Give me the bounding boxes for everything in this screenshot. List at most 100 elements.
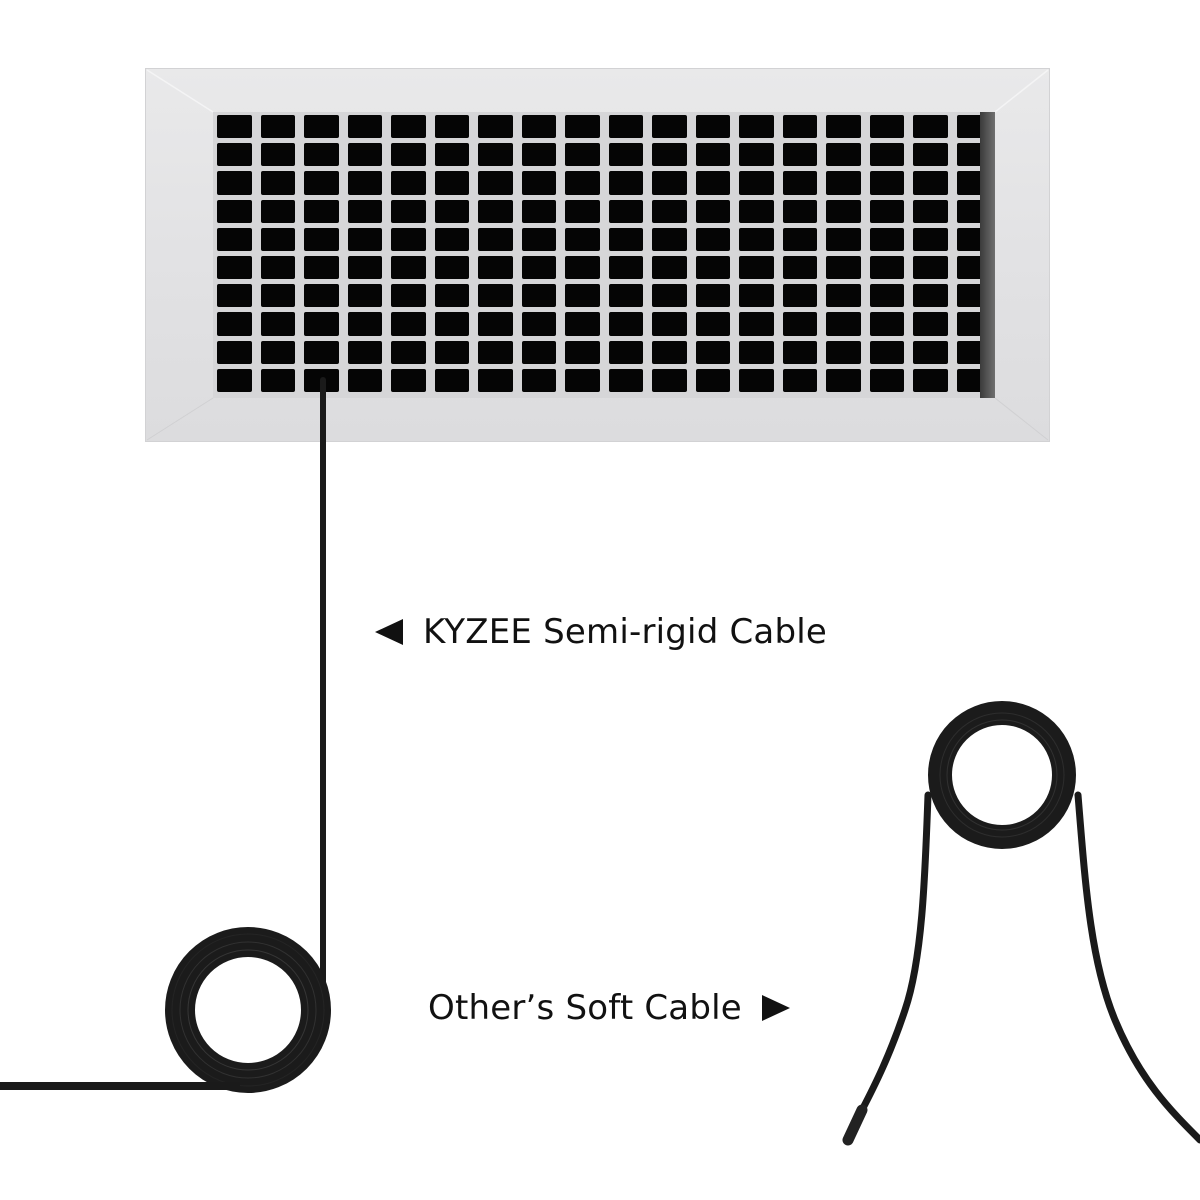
vent-opening	[608, 171, 643, 195]
vent-opening	[913, 312, 948, 336]
vent-opening	[739, 171, 774, 195]
vent-opening	[478, 227, 513, 251]
vent-opening	[565, 199, 600, 223]
vent-opening	[782, 143, 817, 167]
vent-opening	[739, 312, 774, 336]
vent-opening	[391, 143, 426, 167]
vent-opening	[869, 199, 904, 223]
vent-opening	[913, 284, 948, 308]
vent-opening	[608, 284, 643, 308]
vent-opening	[782, 199, 817, 223]
vent-opening	[260, 115, 295, 139]
vent-opening	[260, 171, 295, 195]
vent-opening	[565, 368, 600, 392]
vent-opening	[347, 368, 382, 392]
vent-opening	[782, 227, 817, 251]
vent-opening	[695, 368, 730, 392]
vent-opening	[478, 115, 513, 139]
vent-opening	[434, 143, 469, 167]
left-triangle-icon	[375, 619, 403, 645]
vent-opening	[739, 368, 774, 392]
vent-opening	[260, 312, 295, 336]
vent-opening	[304, 256, 339, 280]
vent-opening	[434, 368, 469, 392]
vent-opening	[304, 227, 339, 251]
vent-opening	[391, 312, 426, 336]
vent-opening	[391, 368, 426, 392]
vent-opening	[652, 227, 687, 251]
vent-opening	[217, 115, 252, 139]
vent-opening	[217, 256, 252, 280]
vent-opening	[304, 284, 339, 308]
vent-opening	[347, 171, 382, 195]
vent-opening	[304, 115, 339, 139]
vent-opening	[521, 368, 556, 392]
vent-opening	[347, 143, 382, 167]
vent-opening	[652, 368, 687, 392]
vent-opening	[869, 115, 904, 139]
vent-opening	[217, 312, 252, 336]
vent-opening	[869, 171, 904, 195]
vent-opening	[217, 227, 252, 251]
vent-opening	[260, 284, 295, 308]
vent-opening	[695, 227, 730, 251]
vent-opening	[652, 199, 687, 223]
vent-opening	[391, 115, 426, 139]
vent-opening	[304, 199, 339, 223]
vent-opening	[782, 256, 817, 280]
vent-opening	[782, 312, 817, 336]
vent-opening	[608, 340, 643, 364]
vent-opening	[826, 143, 861, 167]
vent-opening	[608, 199, 643, 223]
vent-opening	[434, 340, 469, 364]
vent-opening	[478, 143, 513, 167]
vent-opening	[695, 312, 730, 336]
other-cable-label: Other’s Soft Cable	[428, 988, 790, 1028]
vent-opening	[652, 256, 687, 280]
vent-opening	[565, 312, 600, 336]
vent-opening	[347, 312, 382, 336]
vent-opening	[695, 171, 730, 195]
vent-opening	[739, 115, 774, 139]
vent-opening	[521, 340, 556, 364]
vent-opening	[869, 312, 904, 336]
vent-opening	[521, 199, 556, 223]
vent-opening	[565, 171, 600, 195]
vent-opening	[478, 284, 513, 308]
vent-opening	[304, 143, 339, 167]
vent-opening	[391, 256, 426, 280]
vent-opening	[217, 143, 252, 167]
vent-opening	[347, 340, 382, 364]
vent-opening	[391, 227, 426, 251]
vent-opening	[695, 340, 730, 364]
vent-opening	[913, 143, 948, 167]
vent-opening	[391, 199, 426, 223]
vent-opening	[521, 143, 556, 167]
kyzee-cable-label: KYZEE Semi-rigid Cable	[375, 612, 827, 652]
vent-opening	[260, 143, 295, 167]
vent-opening	[826, 256, 861, 280]
vent-opening	[695, 143, 730, 167]
vent-opening	[391, 284, 426, 308]
vent-opening	[217, 340, 252, 364]
vent-opening	[869, 284, 904, 308]
vent-opening	[782, 368, 817, 392]
vent-opening	[652, 340, 687, 364]
vent-opening	[478, 171, 513, 195]
vent-opening	[565, 143, 600, 167]
vent-opening	[869, 143, 904, 167]
vent-opening	[608, 368, 643, 392]
vent-opening	[695, 256, 730, 280]
vent-opening	[869, 227, 904, 251]
vent-opening	[739, 199, 774, 223]
vent-opening	[913, 199, 948, 223]
vent-opening	[434, 115, 469, 139]
vent-opening	[695, 115, 730, 139]
vent-opening	[434, 256, 469, 280]
vent-opening	[260, 368, 295, 392]
vent-opening	[608, 115, 643, 139]
vent-opening	[260, 256, 295, 280]
vent-opening	[652, 312, 687, 336]
vent-opening	[521, 256, 556, 280]
